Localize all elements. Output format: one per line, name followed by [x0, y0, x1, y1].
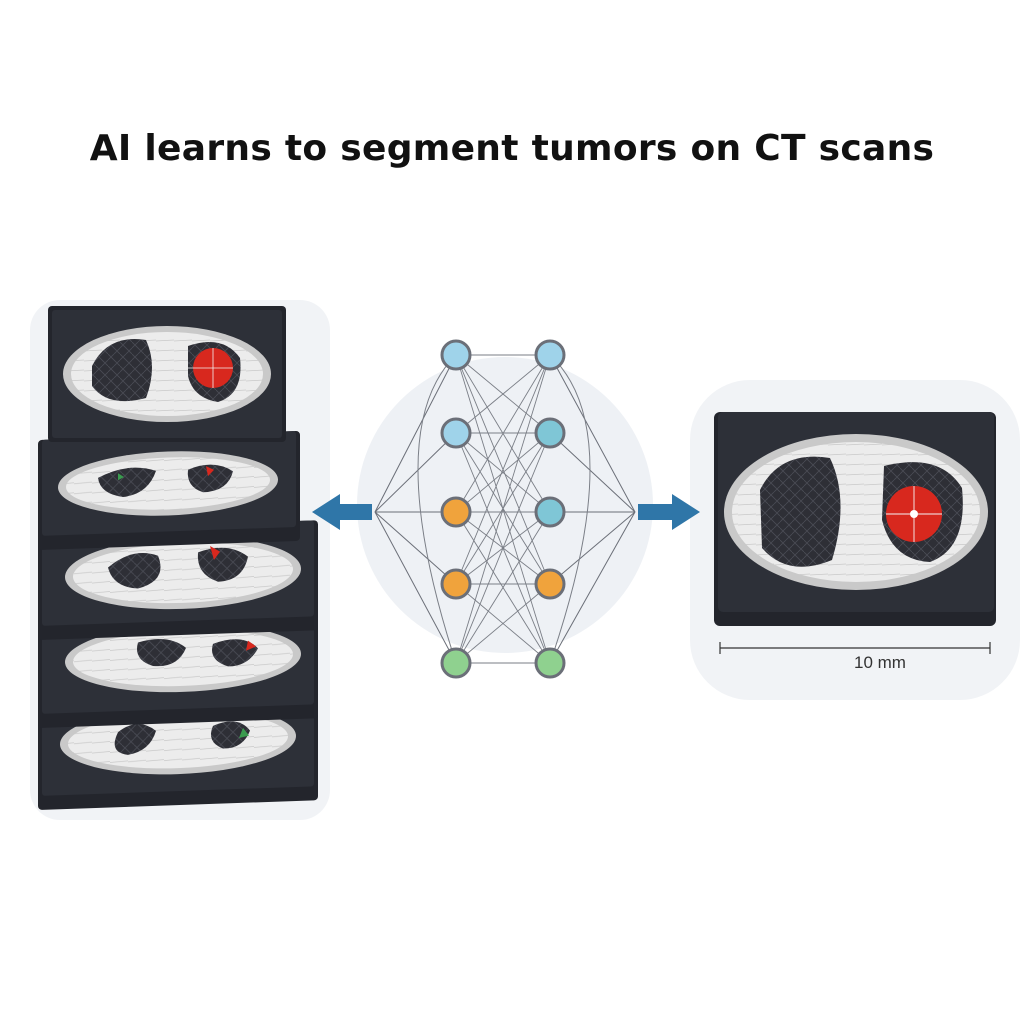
- network-edge: [374, 511, 457, 585]
- network-edge: [455, 354, 551, 585]
- network-nodes: [440, 339, 566, 679]
- output-ct-slice: [714, 412, 996, 626]
- scale-bar-label: 10 mm: [854, 653, 906, 672]
- network-edge: [549, 354, 591, 664]
- network-edge: [374, 511, 457, 664]
- network-node: [440, 417, 472, 449]
- network-edge: [455, 354, 551, 664]
- network-node: [534, 339, 566, 371]
- network-node: [534, 568, 566, 600]
- ct-slice-stack: [38, 306, 318, 810]
- network-edge: [455, 354, 551, 434]
- network-edges: [374, 354, 636, 664]
- network-edge: [549, 354, 636, 513]
- network-node: [440, 647, 472, 679]
- network-node: [440, 568, 472, 600]
- network-edge: [374, 432, 457, 513]
- network-node: [440, 339, 472, 371]
- network-edge: [549, 432, 636, 513]
- network-edge: [417, 354, 457, 664]
- network-edge: [455, 583, 551, 664]
- network-edge: [455, 511, 551, 664]
- network-edge: [455, 432, 551, 664]
- network-edge: [549, 511, 636, 585]
- network-edge: [455, 354, 551, 513]
- ct-slice-2: [38, 430, 300, 550]
- network-node: [534, 647, 566, 679]
- network-node: [534, 496, 566, 528]
- left-arrow-icon: [312, 494, 372, 530]
- network-edge: [455, 432, 551, 513]
- diagram-title: AI learns to segment tumors on CT scans: [89, 128, 935, 169]
- network-node: [534, 417, 566, 449]
- network-node: [440, 496, 472, 528]
- scale-bar: 10 mm: [719, 642, 991, 672]
- network-edge: [374, 354, 457, 513]
- network-edge: [549, 511, 636, 664]
- ct-slice-1-annotated: [48, 306, 286, 442]
- right-arrow-icon: [638, 494, 700, 530]
